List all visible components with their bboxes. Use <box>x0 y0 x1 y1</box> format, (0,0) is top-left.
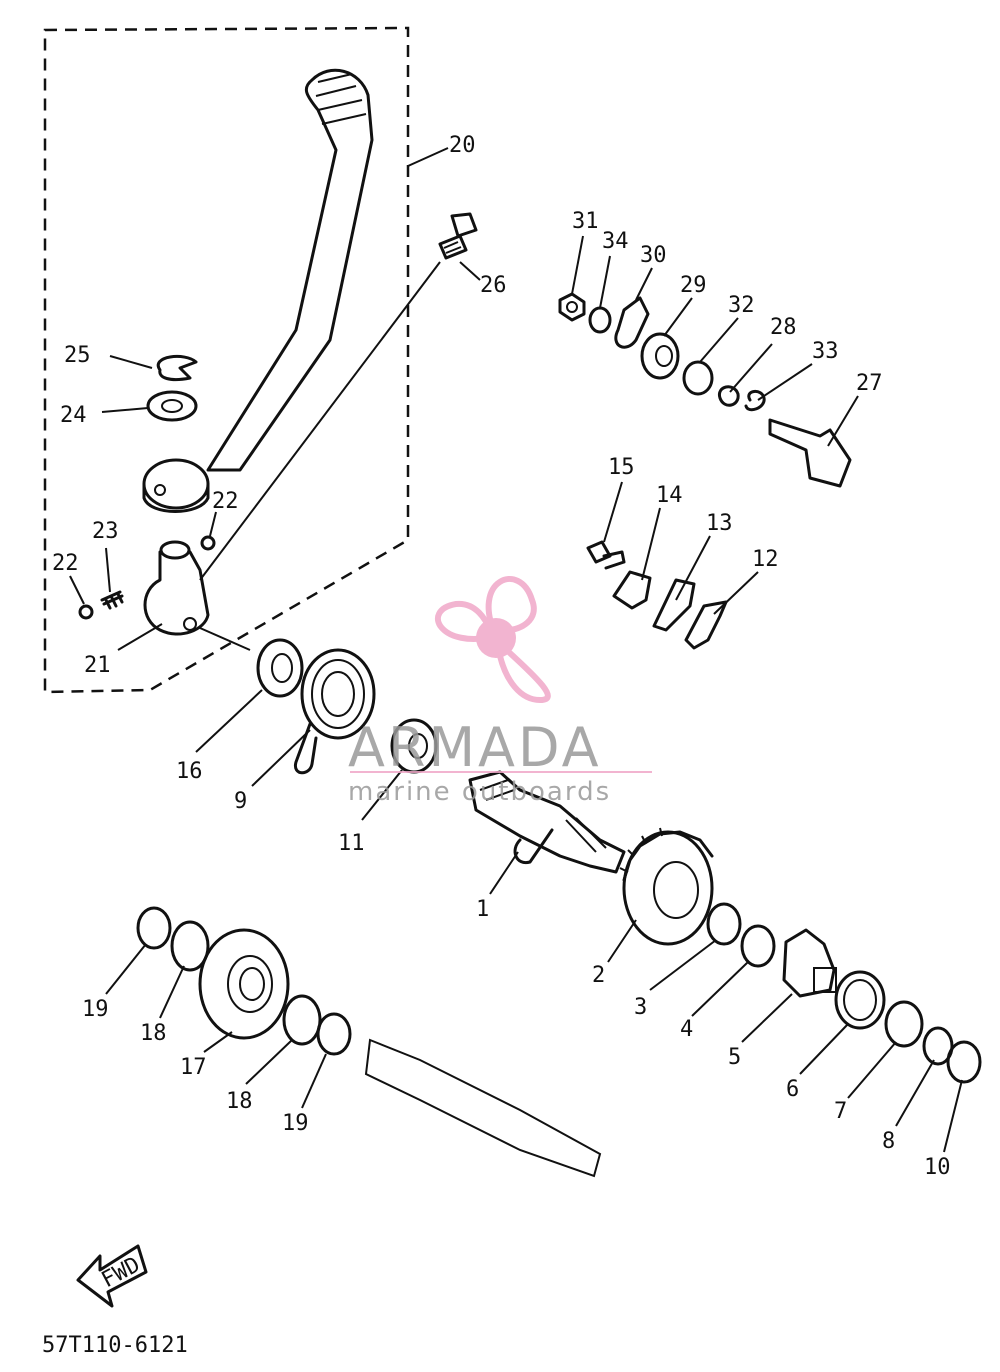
washer-18-right[interactable] <box>282 994 322 1046</box>
diagram-code: 57T110-6121 <box>42 1333 188 1358</box>
callout-1: 1 <box>476 897 489 922</box>
washer-3[interactable] <box>706 902 742 946</box>
callout-22-lower: 22 <box>52 551 79 576</box>
washer-34[interactable] <box>588 306 612 334</box>
callout-numbers: 20 26 25 24 22 23 22 21 16 9 11 1 2 3 4 … <box>52 133 951 1180</box>
callout-24: 24 <box>60 403 87 428</box>
callout-12: 12 <box>752 547 779 572</box>
plate-13[interactable] <box>652 578 696 632</box>
bolt[interactable] <box>438 212 478 260</box>
bearing[interactable] <box>640 332 680 380</box>
shaft-phantom <box>364 1038 602 1178</box>
propeller-logo <box>434 576 551 704</box>
circlip-8[interactable] <box>922 1026 954 1066</box>
callout-13: 13 <box>706 511 733 536</box>
compression-spring[interactable] <box>100 590 124 610</box>
forward-direction-arrow: FWD <box>76 1244 148 1308</box>
callout-14: 14 <box>656 483 683 508</box>
bracket-12[interactable] <box>684 600 728 650</box>
circlip[interactable] <box>156 355 198 382</box>
callout-31: 31 <box>572 209 599 234</box>
callout-33: 33 <box>812 339 839 364</box>
circlip-19-left[interactable] <box>136 906 172 950</box>
callout-25: 25 <box>64 343 91 368</box>
callout-21: 21 <box>84 653 111 678</box>
kick-lever[interactable] <box>142 68 374 513</box>
callout-18-right: 18 <box>226 1089 253 1114</box>
ratchet-spring[interactable] <box>834 970 886 1030</box>
callout-5: 5 <box>728 1045 741 1070</box>
shaft-27[interactable] <box>768 418 852 488</box>
ball-lower[interactable] <box>78 604 94 620</box>
washer-10[interactable] <box>946 1040 982 1084</box>
callout-8: 8 <box>882 1129 895 1154</box>
callout-2: 2 <box>592 963 605 988</box>
lever-30[interactable] <box>614 296 650 349</box>
callout-15: 15 <box>608 455 635 480</box>
plate-14[interactable] <box>612 570 652 610</box>
spring-33[interactable] <box>744 390 766 412</box>
callout-19-right: 19 <box>282 1111 309 1136</box>
callout-4: 4 <box>680 1017 693 1042</box>
torsion-spring[interactable] <box>293 648 376 775</box>
kick-lever-group-outline <box>43 26 410 694</box>
kick-boss[interactable] <box>143 540 210 636</box>
kick-idle-gear[interactable] <box>198 928 290 1040</box>
circlip-28[interactable] <box>717 385 740 407</box>
nut[interactable] <box>558 292 586 322</box>
watermark-tagline: marine outboards <box>348 777 611 807</box>
callout-34: 34 <box>602 229 629 254</box>
kick-axle[interactable] <box>468 770 626 874</box>
callout-6: 6 <box>786 1077 799 1102</box>
fwd-label: FWD <box>98 1252 145 1293</box>
bolt-15[interactable] <box>586 540 626 570</box>
washer-32[interactable] <box>682 360 714 396</box>
callout-18-left: 18 <box>140 1021 167 1046</box>
callout-26: 26 <box>480 273 507 298</box>
watermark-brand: ARMADA <box>348 716 602 779</box>
circlip-19-right[interactable] <box>316 1012 352 1056</box>
callout-29: 29 <box>680 273 707 298</box>
ball-upper[interactable] <box>200 535 216 551</box>
kick-gear[interactable] <box>619 827 714 946</box>
watermark: ARMADA marine outboards <box>348 576 652 807</box>
callout-22-upper: 22 <box>212 489 239 514</box>
callout-10: 10 <box>924 1155 951 1180</box>
callout-9: 9 <box>234 789 247 814</box>
callout-17: 17 <box>180 1055 207 1080</box>
washer-7[interactable] <box>884 1000 924 1048</box>
washer[interactable] <box>146 390 198 422</box>
callout-11: 11 <box>338 831 365 856</box>
washer-18-left[interactable] <box>170 920 210 972</box>
callout-28: 28 <box>770 315 797 340</box>
callout-7: 7 <box>834 1099 847 1124</box>
leader-lines <box>69 147 963 1153</box>
callout-3: 3 <box>634 995 647 1020</box>
callout-23: 23 <box>92 519 119 544</box>
callout-20: 20 <box>449 133 476 158</box>
circlip-4[interactable] <box>740 924 776 968</box>
oil-seal[interactable] <box>256 638 304 698</box>
callout-16: 16 <box>176 759 203 784</box>
callout-27: 27 <box>856 371 883 396</box>
ratchet-wheel[interactable] <box>782 928 837 998</box>
callout-30: 30 <box>640 243 667 268</box>
callout-32: 32 <box>728 293 755 318</box>
callout-19-left: 19 <box>82 997 109 1022</box>
